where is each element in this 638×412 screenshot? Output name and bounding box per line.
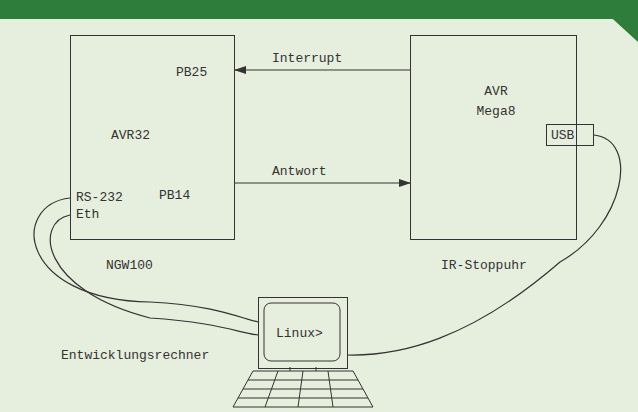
signal-name: Antwort [270, 164, 329, 179]
device-name: IR-Stoppuhr [441, 258, 527, 274]
port-box: USB [546, 124, 594, 146]
cable [348, 135, 621, 355]
cable [50, 215, 258, 335]
signal-name: Interrupt [270, 51, 344, 66]
corner-triangle [592, 0, 638, 42]
chip-label: AVR Mega8 [463, 82, 529, 122]
keyboard-symbol [233, 367, 373, 407]
computer-name: Entwicklungsrechner [61, 348, 209, 364]
prompt-text: Linux> [276, 326, 323, 342]
signal-arrow [235, 182, 410, 183]
board-name: NGW100 [106, 258, 153, 274]
signal-arrow [235, 69, 410, 70]
monitor-box: Linux>Entwicklungsrechner [258, 297, 348, 369]
title-band [0, 0, 638, 19]
port-label: USB [551, 128, 574, 144]
device-box: AVR Mega8IR-StoppuhrUSB [410, 35, 577, 240]
cable [34, 198, 258, 322]
pin-label: PB25 [176, 65, 207, 81]
pin-label: PB14 [159, 188, 190, 204]
port-label: RS-232 [76, 190, 123, 206]
chip-label: AVR32 [111, 128, 150, 144]
board-box: PB25AVR32RS-232PB14EthNGW100 [70, 35, 235, 240]
port-label: Eth [76, 207, 99, 223]
